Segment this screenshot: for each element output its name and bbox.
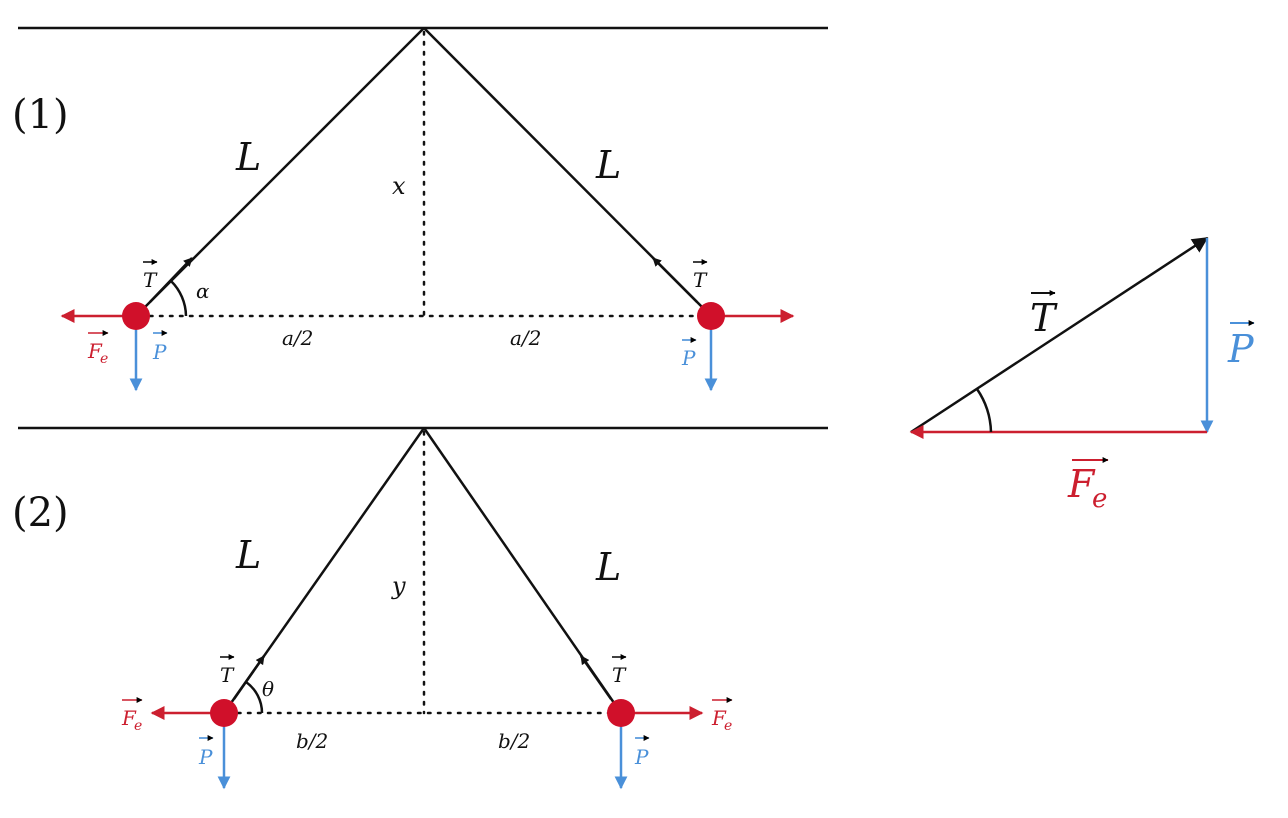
triangle-electric-label: F e [1067,457,1109,514]
svg-text:e: e [100,351,108,367]
svg-text:e: e [1092,484,1107,514]
length-label-right-2: L [595,545,621,589]
tension-label-left-1: T [143,259,158,292]
charge-ball-right-2 [607,699,635,727]
svg-text:F: F [87,339,103,363]
svg-text:e: e [134,718,142,734]
length-label-left-1: L [235,135,261,179]
weight-label-left-2: P [198,735,214,769]
case-1-label: (1) [12,92,69,138]
triangle-weight-label: P [1227,320,1255,371]
force-triangle: T P F e [909,236,1255,514]
electric-label-right-2: F e [711,697,733,734]
triangle-angle-arc [975,388,993,433]
half-base-label-right-2: b/2 [498,729,530,753]
svg-text:T: T [693,268,708,292]
angle-arc-2 [245,680,264,714]
tension-label-right-2: T [612,654,627,687]
triangle-tension-vector [910,236,1209,434]
svg-text:P: P [634,745,649,769]
svg-text:F: F [121,706,137,730]
half-base-label-left-1: a/2 [282,326,313,350]
svg-text:F: F [1067,462,1096,506]
svg-text:T: T [1030,296,1058,340]
case-2: (2) L L y b/2 b/2 θ T T [12,426,828,790]
length-label-right-1: L [595,143,621,187]
charge-ball-right-1 [697,302,725,330]
electric-label-left-1: F e [87,330,109,367]
height-label-2: y [391,572,406,600]
half-base-label-right-1: a/2 [510,326,541,350]
svg-text:T: T [143,268,158,292]
charge-ball-left-1 [122,302,150,330]
charge-ball-left-2 [210,699,238,727]
case-2-label: (2) [12,490,69,536]
angle-label-2: θ [262,677,274,701]
svg-text:P: P [681,346,696,370]
length-label-left-2: L [235,533,261,577]
angle-arc-1 [170,280,188,317]
case-1: (1) L L x a/2 a/2 α T T [12,26,828,392]
svg-text:P: P [1227,327,1255,371]
svg-text:P: P [198,745,213,769]
tension-arrow-left-2 [232,655,266,700]
half-base-label-left-2: b/2 [296,729,328,753]
tension-arrow-right-1 [652,257,698,303]
svg-text:P: P [152,340,167,364]
triangle-tension-label: T [1030,290,1058,340]
svg-text:F: F [711,706,727,730]
svg-text:e: e [724,718,732,734]
tension-label-left-2: T [220,654,235,687]
tension-label-right-1: T [693,259,708,292]
tension-arrow-right-2 [579,655,613,700]
tension-arrow-left-1 [149,257,193,303]
weight-label-left-1: P [152,330,168,364]
svg-text:T: T [220,663,235,687]
electric-label-left-2: F e [121,697,143,734]
weight-label-right-2: P [634,735,650,769]
weight-label-right-1: P [681,337,697,370]
height-label-1: x [392,172,406,200]
svg-text:T: T [612,663,627,687]
angle-label-1: α [196,279,210,303]
